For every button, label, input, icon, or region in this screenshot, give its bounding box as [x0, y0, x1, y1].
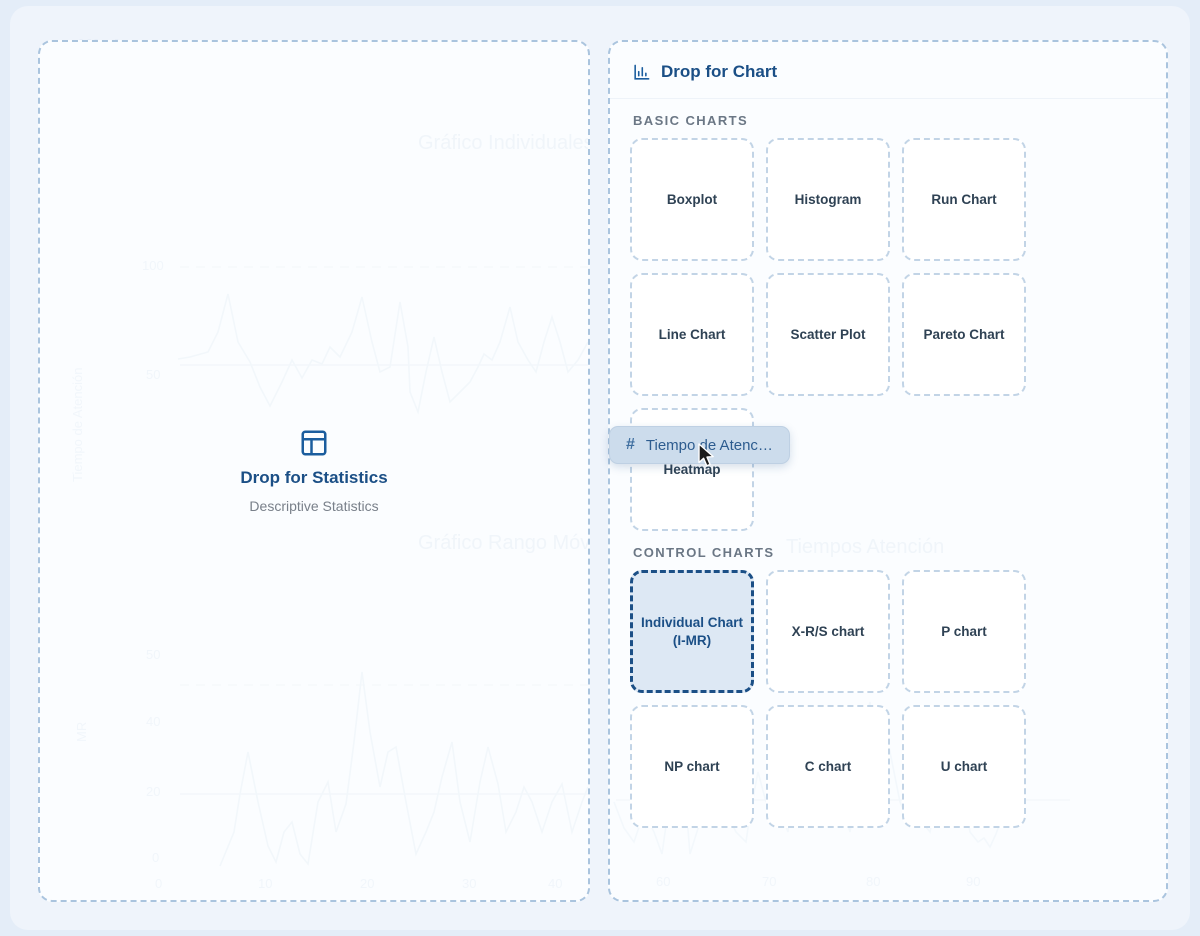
ghost-ytick-2-1: 40 — [146, 714, 161, 729]
ghost-chart-title-2: Gráfico Rango Móvil — [418, 532, 588, 554]
chart-card-x-r-s-chart[interactable]: X-R/S chart — [766, 570, 890, 693]
ghost-xtick-r-1: 70 — [762, 874, 777, 889]
chart-card-label: Line Chart — [658, 326, 726, 342]
ghost-xtick-2-1: 10 — [258, 876, 273, 891]
ghost-xtick-2-4: 40 — [548, 876, 563, 891]
chart-card-label: C chart — [804, 758, 852, 774]
statistics-drop-title: Drop for Statistics — [240, 468, 388, 487]
ghost-ytick-1-0: 100 — [142, 258, 164, 273]
ghost-xtick-2-2: 20 — [360, 876, 375, 891]
statistics-drop-subtitle: Descriptive Statistics — [249, 498, 379, 514]
ghost-chart-title-1: Gráfico Individuales — [418, 132, 588, 154]
drag-chip-label: Tiempo de Atenc… — [645, 436, 773, 454]
hash-icon: # — [626, 436, 635, 453]
statistics-drop-zone[interactable]: Gráfico Individuales Tiempo de Atención … — [38, 40, 590, 902]
table-icon — [299, 428, 329, 458]
chart-card-label: Pareto Chart — [923, 326, 1005, 342]
chart-card-pareto-chart[interactable]: Pareto Chart — [902, 273, 1026, 396]
chart-card-label: Run Chart — [931, 191, 997, 207]
chart-card-scatter-plot[interactable]: Scatter Plot — [766, 273, 890, 396]
section-basic-charts: BASIC CHARTS Boxplot Histogram Run Chart… — [610, 113, 1166, 531]
chart-card-label: Boxplot — [666, 191, 718, 207]
chart-card-run-chart[interactable]: Run Chart — [902, 138, 1026, 261]
chart-card-p-chart[interactable]: P chart — [902, 570, 1026, 693]
section-label-control: CONTROL CHARTS — [633, 545, 775, 560]
chart-card-label: U chart — [940, 758, 988, 774]
ghost-ytick-2-0: 50 — [146, 647, 161, 662]
chart-card-c-chart[interactable]: C chart — [766, 705, 890, 828]
chart-card-histogram[interactable]: Histogram — [766, 138, 890, 261]
chart-panel-title: Drop for Chart — [661, 62, 778, 81]
ghost-xtick-2-0: 0 — [155, 876, 163, 891]
ghost-xtick-r-0: 60 — [656, 874, 671, 889]
chart-card-individual-chart-imr[interactable]: Individual Chart (I-MR) — [630, 570, 754, 693]
chart-card-label: NP chart — [664, 758, 720, 774]
chart-drop-zone[interactable]: Tiempos Atención 60 70 80 90 Drop for Ch… — [608, 40, 1168, 902]
statistics-drop-prompt: Drop for Statistics Descriptive Statisti… — [40, 428, 588, 514]
ghost-xtick-r-3: 90 — [966, 874, 981, 889]
ghost-ylabel-2: MR — [74, 721, 89, 742]
ghost-ytick-1-1: 50 — [146, 367, 161, 382]
basic-charts-grid: Boxplot Histogram Run Chart Line Chart S… — [630, 138, 1146, 531]
app-shell: Análisis Exportar Gráfico Individuales — [10, 6, 1190, 930]
chart-card-label: P chart — [941, 623, 987, 639]
section-control-charts: CONTROL CHARTS Individual Chart (I-MR) X… — [610, 545, 1166, 828]
control-charts-grid: Individual Chart (I-MR) X-R/S chart P ch… — [630, 570, 1146, 828]
chart-card-label: Histogram — [794, 191, 862, 207]
bar-chart-icon — [632, 63, 651, 82]
ghost-xtick-2-3: 30 — [462, 876, 477, 891]
section-label-basic: BASIC CHARTS — [633, 113, 749, 128]
chart-panel-header: Drop for Chart — [610, 42, 1166, 99]
chart-card-label: X-R/S chart — [791, 623, 865, 639]
chart-card-u-chart[interactable]: U chart — [902, 705, 1026, 828]
chart-card-np-chart[interactable]: NP chart — [630, 705, 754, 828]
ghost-xtick-r-2: 80 — [866, 874, 881, 889]
ghost-ytick-2-2: 20 — [146, 784, 161, 799]
chart-card-boxplot[interactable]: Boxplot — [630, 138, 754, 261]
drag-chip-field[interactable]: # Tiempo de Atenc… — [609, 426, 790, 464]
chart-card-label: Scatter Plot — [790, 326, 866, 342]
chart-card-label: Individual Chart (I-MR) — [640, 614, 743, 648]
drop-panels: Gráfico Individuales Tiempo de Atención … — [38, 40, 1168, 902]
ghost-ytick-2-3: 0 — [152, 850, 160, 865]
chart-card-line-chart[interactable]: Line Chart — [630, 273, 754, 396]
